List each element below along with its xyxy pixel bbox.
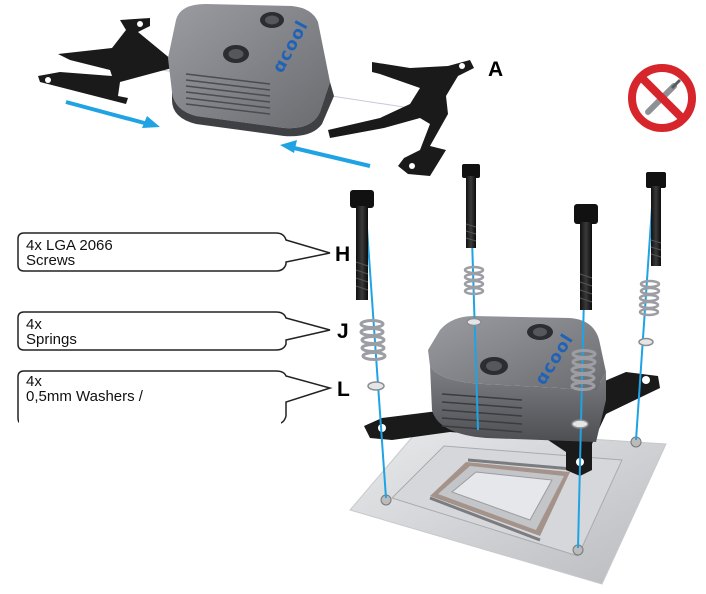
arrow-left [280,140,371,168]
callout-washers [17,370,333,426]
callout-springs-line1: 4x [26,316,42,333]
arrow-right [65,100,160,128]
callout-screws [17,232,331,272]
callout-washers-line2: 0,5mm Washers / [26,388,143,405]
water-block-top: ɑcool [168,4,334,137]
right-bracket [328,60,474,176]
callout-springs [17,311,331,351]
spring-front-right [570,349,597,391]
callout-screws-line1: 4x LGA 2066 [26,237,113,254]
spring-back-right [638,279,661,317]
label-j: J [337,320,349,343]
spring-back-left [463,265,485,296]
screw-left [350,190,374,300]
callout-screws-line2: Screws [26,252,76,269]
screw-back-left [462,164,480,248]
washers [367,317,654,429]
label-l: L [337,378,350,401]
label-h: H [335,243,351,266]
screw-front-right [574,204,598,310]
callout-springs-line2: Springs [26,331,77,348]
top-assembly: ɑcool [38,4,474,176]
cpu-socket [349,424,667,585]
spring-left [359,319,387,361]
left-bracket [38,18,172,104]
no-screwdriver-icon [628,64,696,132]
label-a: A [488,58,504,81]
callout-washers-line1: 4x [26,373,42,390]
water-block-bottom: ɑcool [428,316,606,442]
screw-back-right [646,172,666,266]
